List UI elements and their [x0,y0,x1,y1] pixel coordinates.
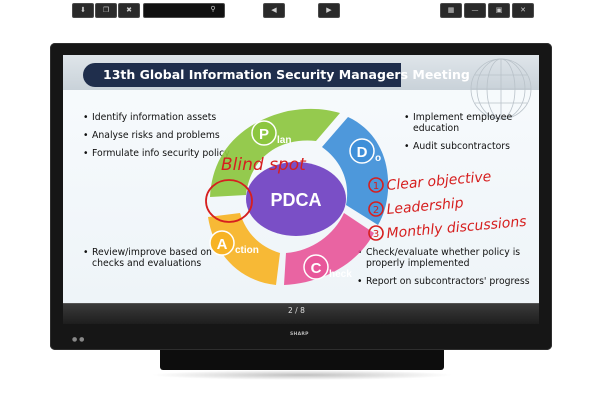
slide-title-bar [83,63,401,87]
pin-icon: ⬇ [80,6,86,14]
right-top-bullet-list: Implement employee education Audit subco… [404,112,534,159]
bullet-item: Audit subcontractors [404,141,534,152]
left-bottom-bullet-list: Review/improve based on checks and evalu… [83,247,213,276]
annotation-number-2: 2 [373,205,379,216]
minimize-icon: — [471,6,479,14]
brand-logo: SHARP [290,332,309,337]
check-initial: C [311,260,322,277]
search-field[interactable] [143,3,225,18]
display-toolbar [63,303,539,324]
annotation-clear-objective: Clear objective [386,169,492,194]
bullet-item: Review/improve based on checks and evalu… [83,247,213,269]
action-initial: A [217,236,228,253]
next-page-button[interactable]: ▶ [318,3,340,18]
annotation-layer: Blind spot 1 Clear objective 2 Leadershi… [205,155,527,242]
display-button[interactable]: ▦ [440,3,462,18]
plan-initial: P [259,126,269,143]
close-icon: ✕ [520,6,526,14]
bullet-item: Formulate info security policy [83,148,253,159]
bullet-item: Report on subcontractors' progress [357,276,533,287]
pdca-cycle-diagram: PDCA P lan D o C heck A ction [208,108,389,285]
next-icon: ▶ [326,6,332,14]
display-screen: 13th Global Information Security Manager… [63,55,539,303]
bullet-item: Analyse risks and problems [83,130,253,141]
plan-segment [210,108,340,197]
pin-button[interactable]: ⬇ [72,3,94,18]
previous-page-button[interactable]: ◀ [263,3,285,18]
tools-button[interactable]: ✖ [118,3,140,18]
tools-icon: ✖ [126,6,132,14]
page-indicator: 2 / 8 [288,306,305,315]
check-label: heck [329,269,352,280]
window-icon: ▣ [495,6,503,14]
slide-title: 13th Global Information Security Manager… [103,67,470,82]
left-top-bullet-list: Identify information assets Analyse risk… [83,112,253,166]
copy-icon: ❐ [102,6,110,14]
display-icon: ▦ [447,6,455,14]
action-label: ction [235,245,259,256]
power-indicator-icon: ● ● [72,336,85,343]
zoom-button[interactable]: ⚲ [206,3,220,16]
zoom-icon: ⚲ [210,5,216,13]
prev-icon: ◀ [271,6,277,14]
bullet-item: Identify information assets [83,112,253,123]
blind-spot-annotation: Blind spot [221,155,307,175]
pdca-center [246,162,346,236]
blind-spot-circle-annotation [205,179,253,223]
stand-shadow [150,370,454,380]
pdca-center-label: PDCA [270,190,321,210]
window-button[interactable]: ▣ [488,3,510,18]
close-button[interactable]: ✕ [512,3,534,18]
do-initial: D [357,144,368,161]
annotation-leadership: Leadership [386,195,464,218]
bullet-item: Implement employee education [404,112,534,134]
plan-label: lan [277,135,291,146]
copy-button[interactable]: ❐ [95,3,117,18]
annotation-monthly-discussions: Monthly discussions [386,214,527,242]
annotation-number-1: 1 [373,181,379,192]
annotation-number-3: 3 [373,229,379,240]
do-label: o [375,153,381,164]
minimize-button[interactable]: — [464,3,486,18]
